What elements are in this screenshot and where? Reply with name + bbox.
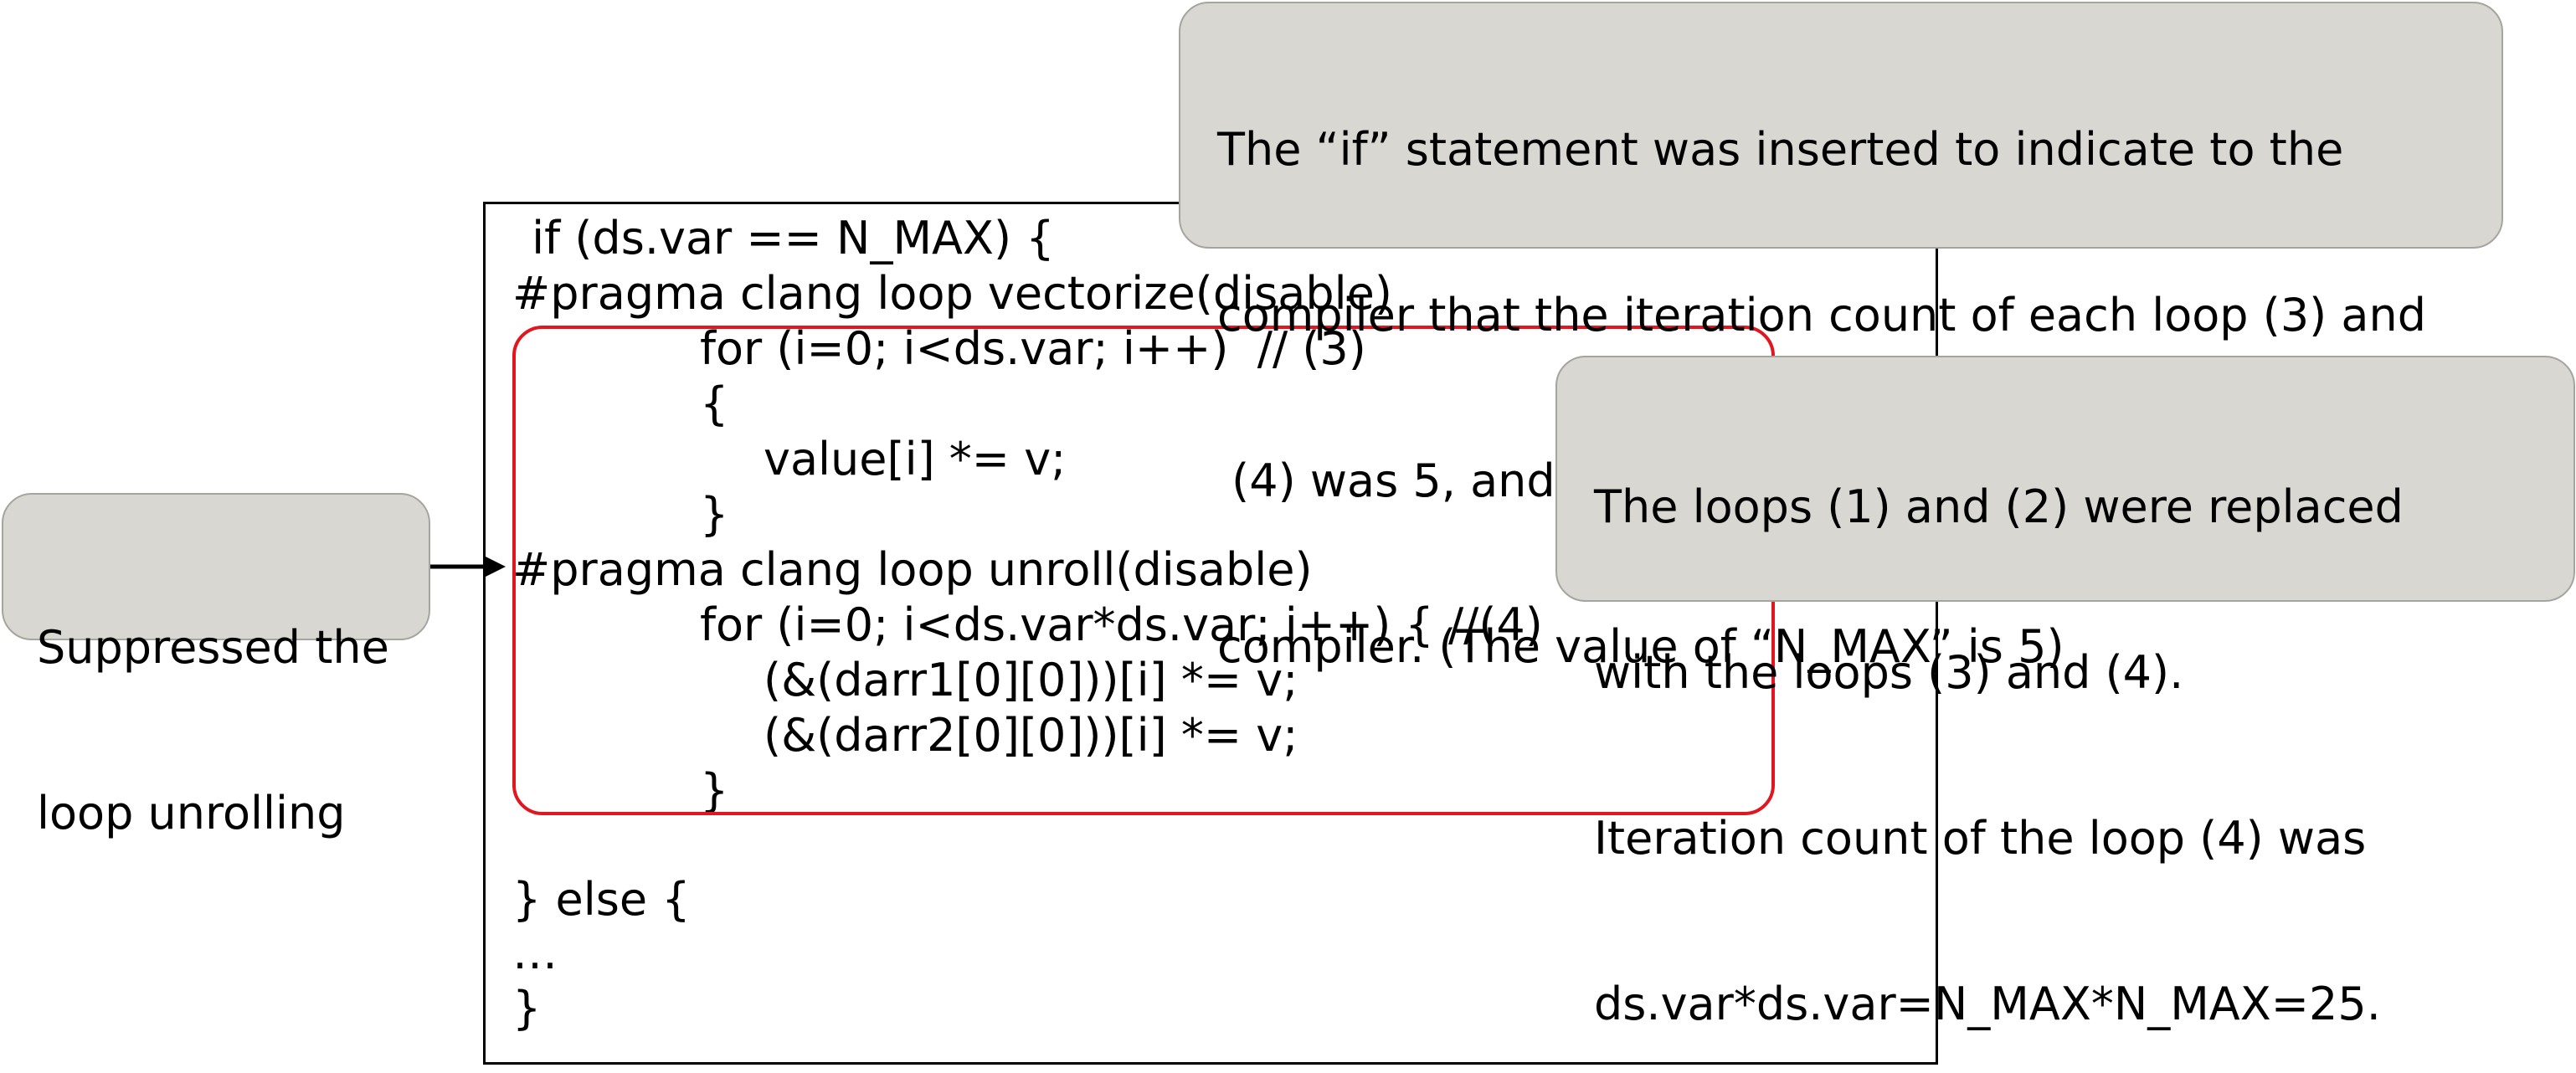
- callout-suppressed-unrolling: Suppressed the loop unrolling: [2, 493, 430, 839]
- code-line-pragma-unroll: #pragma clang loop unroll(disable): [512, 543, 1313, 596]
- code-line-pragma-vectorize: #pragma clang loop vectorize(disable): [512, 267, 1392, 320]
- code-line-for-3: for (i=0; i<ds.var; i++) // (3): [700, 322, 1366, 375]
- code-line-close-brace-1: }: [700, 488, 729, 541]
- callout-top-line: The “if” statement was inserted to indic…: [1217, 123, 2344, 176]
- callout-right-line: ds.var*ds.var=N_MAX*N_MAX=25.: [1594, 978, 2381, 1030]
- code-line-darr2: (&(darr2[0][0]))[i] *= v;: [764, 709, 1298, 762]
- code-box: [483, 202, 1938, 1065]
- code-line-close-brace-final: }: [512, 982, 542, 1034]
- callout-right-line: The loops (1) and (2) were replaced: [1594, 480, 2404, 533]
- callout-top-line: compiler. (The value of “N_MAX” is 5): [1217, 620, 2064, 673]
- callout-right-line: Iteration count of the loop (4) was: [1594, 812, 2367, 865]
- callout-top-line: compiler that the iteration count of eac…: [1217, 289, 2426, 341]
- callout-loops-replaced: The loops (1) and (2) were replaced with…: [1555, 356, 2575, 1030]
- code-line-close-brace-2: }: [700, 764, 729, 817]
- code-line-if: if (ds.var == N_MAX) {: [517, 212, 1055, 264]
- code-line-for-4: for (i=0; i<ds.var*ds.var; i++) { //(4): [700, 598, 1543, 651]
- callout-left-line: loop unrolling: [37, 787, 346, 839]
- code-line-value: value[i] *= v;: [764, 433, 1067, 485]
- callout-left-line: Suppressed the: [37, 621, 389, 674]
- code-line-ellipsis: …: [512, 927, 558, 979]
- code-line-darr1: (&(darr1[0][0]))[i] *= v;: [764, 654, 1298, 706]
- callout-if-statement: The “if” statement was inserted to indic…: [1179, 2, 2503, 673]
- callout-right-line: with the loops (3) and (4).: [1594, 646, 2184, 699]
- code-line-open-brace: {: [700, 377, 729, 430]
- code-line-else: } else {: [512, 873, 691, 926]
